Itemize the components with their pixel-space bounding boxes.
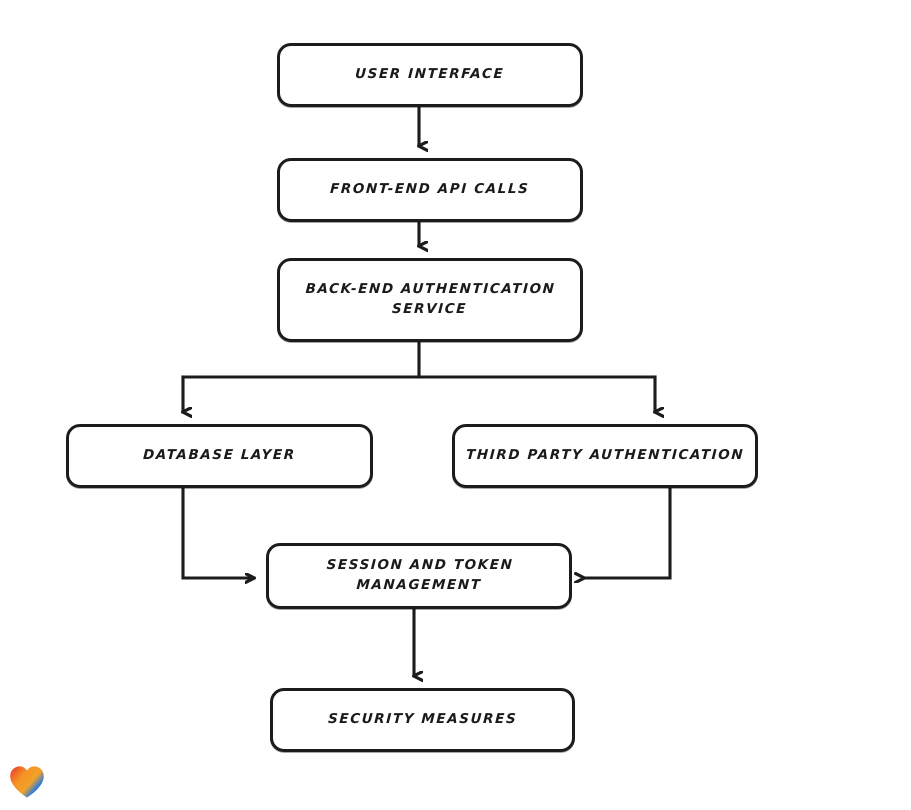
- node-back-end-authentication-service[interactable]: BACK-END AUTHENTICATION SERVICE: [277, 258, 583, 342]
- node-label-back-end-authentication-service: BACK-END AUTHENTICATION SERVICE: [305, 281, 556, 317]
- node-label-database-layer: DATABASE LAYER: [142, 447, 297, 464]
- node-label-security-measures: SECURITY MEASURES: [327, 711, 518, 728]
- node-database-layer[interactable]: DATABASE LAYER: [66, 424, 373, 488]
- connector-database-to-session: [181, 486, 254, 578]
- node-user-interface[interactable]: USER INTERFACE: [277, 43, 583, 107]
- node-label-front-end-api-calls: FRONT-END API CALLS: [329, 181, 531, 198]
- node-front-end-api-calls[interactable]: FRONT-END API CALLS: [277, 158, 583, 222]
- node-label-session-and-token-management: SESSION AND TOKEN MANAGEMENT: [325, 557, 514, 593]
- node-label-user-interface: USER INTERFACE: [355, 66, 506, 83]
- node-security-measures[interactable]: SECURITY MEASURES: [270, 688, 575, 752]
- node-label-third-party-authentication: THIRD PARTY AUTHENTICATION: [465, 447, 745, 464]
- connector-thirdparty-to-session: [584, 486, 672, 578]
- node-third-party-authentication[interactable]: THIRD PARTY AUTHENTICATION: [452, 424, 758, 488]
- heart-icon: [10, 766, 44, 798]
- node-session-and-token-management[interactable]: SESSION AND TOKEN MANAGEMENT: [266, 543, 572, 609]
